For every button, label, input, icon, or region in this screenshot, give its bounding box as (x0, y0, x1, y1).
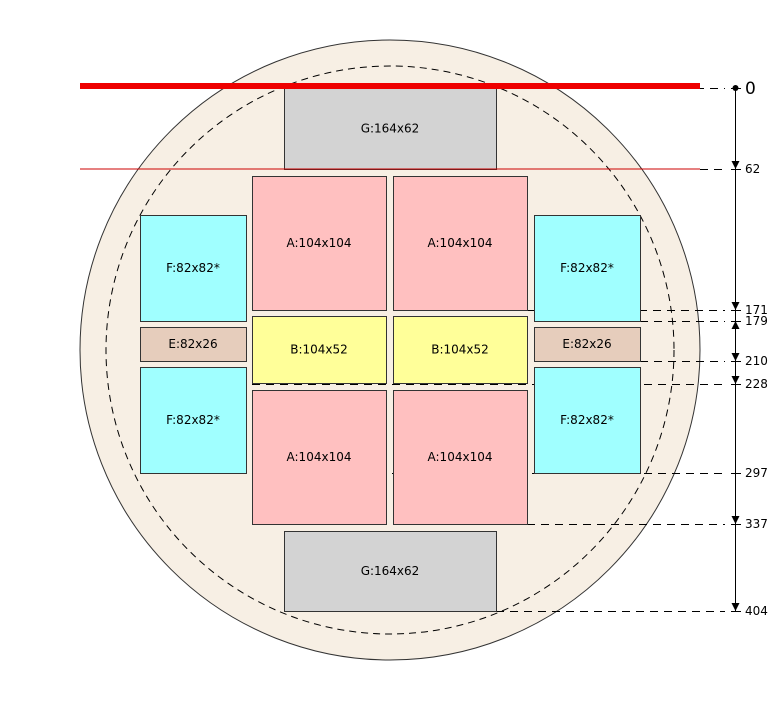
axis-tick-label: 62 (745, 162, 760, 176)
axis-arrow-down (731, 353, 740, 361)
die-E-right: E:82x26 (534, 327, 641, 362)
die-rect (393, 390, 528, 525)
die-rect (140, 367, 247, 474)
wafer-outer-circle (79, 39, 701, 661)
die-label: E:82x26 (562, 337, 611, 351)
axis-arrow-down (731, 516, 740, 524)
die-G-bottom: G:164x62 (284, 531, 497, 612)
die-rect (252, 176, 387, 311)
die-label: F:82x82* (166, 413, 220, 427)
die-rect (252, 390, 387, 525)
axis-arrow-down (731, 302, 740, 310)
axis-tick-label: 210 (745, 354, 768, 368)
axis-tick-label: 171 (745, 303, 768, 317)
die-label: F:82x82* (560, 261, 614, 275)
die-A-bottom-right: A:104x104 (393, 390, 528, 525)
die-label: B:104x52 (431, 343, 489, 357)
axis-tick-label: 179 (745, 314, 768, 328)
die-label: F:82x82* (166, 261, 220, 275)
axis-arrow-down (731, 603, 740, 611)
axis-tick-label: 404 (745, 604, 768, 618)
die-label: F:82x82* (560, 413, 614, 427)
die-B-right: B:104x52 (393, 316, 528, 384)
die-label: B:104x52 (290, 343, 348, 357)
die-rect (534, 367, 641, 474)
die-label: E:82x26 (168, 337, 217, 351)
die-label: A:104x104 (428, 236, 493, 250)
die-label: A:104x104 (428, 450, 493, 464)
axis-arrow-down (731, 161, 740, 169)
die-F-right-top: F:82x82* (534, 215, 641, 322)
die-G-top: G:164x62 (284, 88, 497, 170)
axis-tick-label: 228 (745, 377, 768, 391)
die-A-top-right: A:104x104 (393, 176, 528, 311)
die-rect (534, 215, 641, 322)
die-rect (140, 327, 247, 362)
die-rect (252, 316, 387, 384)
die-E-left: E:82x26 (140, 327, 247, 362)
die-A-bottom-left: A:104x104 (252, 390, 387, 525)
axis-tick-label: 297 (745, 466, 768, 480)
die-A-top-left: A:104x104 (252, 176, 387, 311)
die-label: G:164x62 (361, 122, 420, 136)
die-rect (534, 327, 641, 362)
wafer-exclusion-circle (105, 65, 675, 635)
axis-arrow-down (731, 376, 740, 384)
axis-tick-label: 337 (745, 517, 768, 531)
die-F-left-bottom: F:82x82* (140, 367, 247, 474)
axis-tick-label: 0 (745, 79, 756, 99)
die-rect (393, 316, 528, 384)
die-rect (284, 531, 497, 612)
die-label: G:164x62 (361, 564, 420, 578)
die-label: A:104x104 (287, 450, 352, 464)
die-rect (393, 176, 528, 311)
die-B-left: B:104x52 (252, 316, 387, 384)
die-F-right-bottom: F:82x82* (534, 367, 641, 474)
die-label: A:104x104 (287, 236, 352, 250)
axis-arrow-up (731, 321, 740, 329)
die-rect (140, 215, 247, 322)
die-F-left-top: F:82x82* (140, 215, 247, 322)
